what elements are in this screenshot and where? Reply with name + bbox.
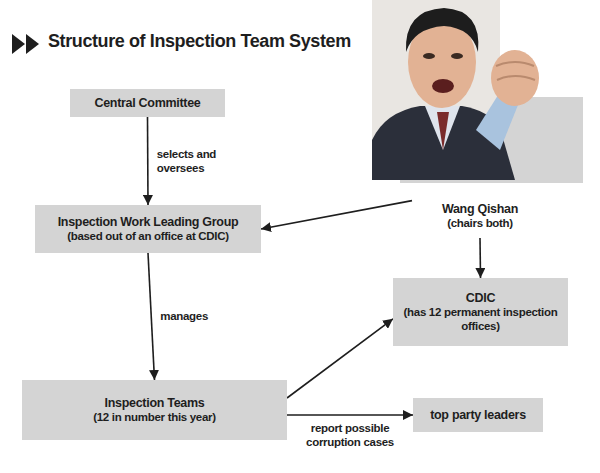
- title-icon: [12, 34, 25, 54]
- process-box: top party leaders: [413, 398, 543, 432]
- arrow-connector: [147, 117, 149, 205]
- node-heading: Inspection Teams: [105, 396, 205, 411]
- arrow-connector: [479, 238, 481, 278]
- node-heading: Central Committee: [94, 96, 200, 111]
- person-caption: Wang Qishan(chairs both): [412, 194, 548, 238]
- diagram-title: Structure of Inspection Team System: [48, 31, 351, 52]
- node-note: (chairs both): [447, 217, 513, 231]
- node-heading: Wang Qishan: [442, 202, 518, 217]
- node-heading: Inspection Work Leading Group: [58, 215, 239, 230]
- node-heading: top party leaders: [430, 408, 526, 423]
- node-heading: CDIC: [466, 291, 495, 306]
- node-note: (based out of an office at CDIC): [67, 230, 229, 244]
- arrow-connector: [287, 319, 393, 398]
- node-note: (has 12 permanent inspection offices): [401, 306, 560, 334]
- portrait-photo: [372, 0, 539, 180]
- title-icon: [26, 34, 39, 54]
- process-box: Central Committee: [70, 89, 225, 117]
- process-box: Inspection Work Leading Group(based out …: [35, 205, 261, 253]
- edge-label: manages: [160, 309, 230, 323]
- process-box: CDIC(has 12 permanent inspection offices…: [393, 278, 568, 346]
- arrow-connector: [287, 414, 413, 416]
- edge-label: report possible corruption cases: [294, 421, 406, 450]
- node-note: (12 in number this year): [93, 411, 216, 425]
- arrow-connector: [148, 253, 155, 380]
- arrow-connector: [261, 201, 412, 229]
- process-box: Inspection Teams(12 in number this year): [22, 380, 287, 440]
- edge-label: selects and oversees: [157, 147, 235, 176]
